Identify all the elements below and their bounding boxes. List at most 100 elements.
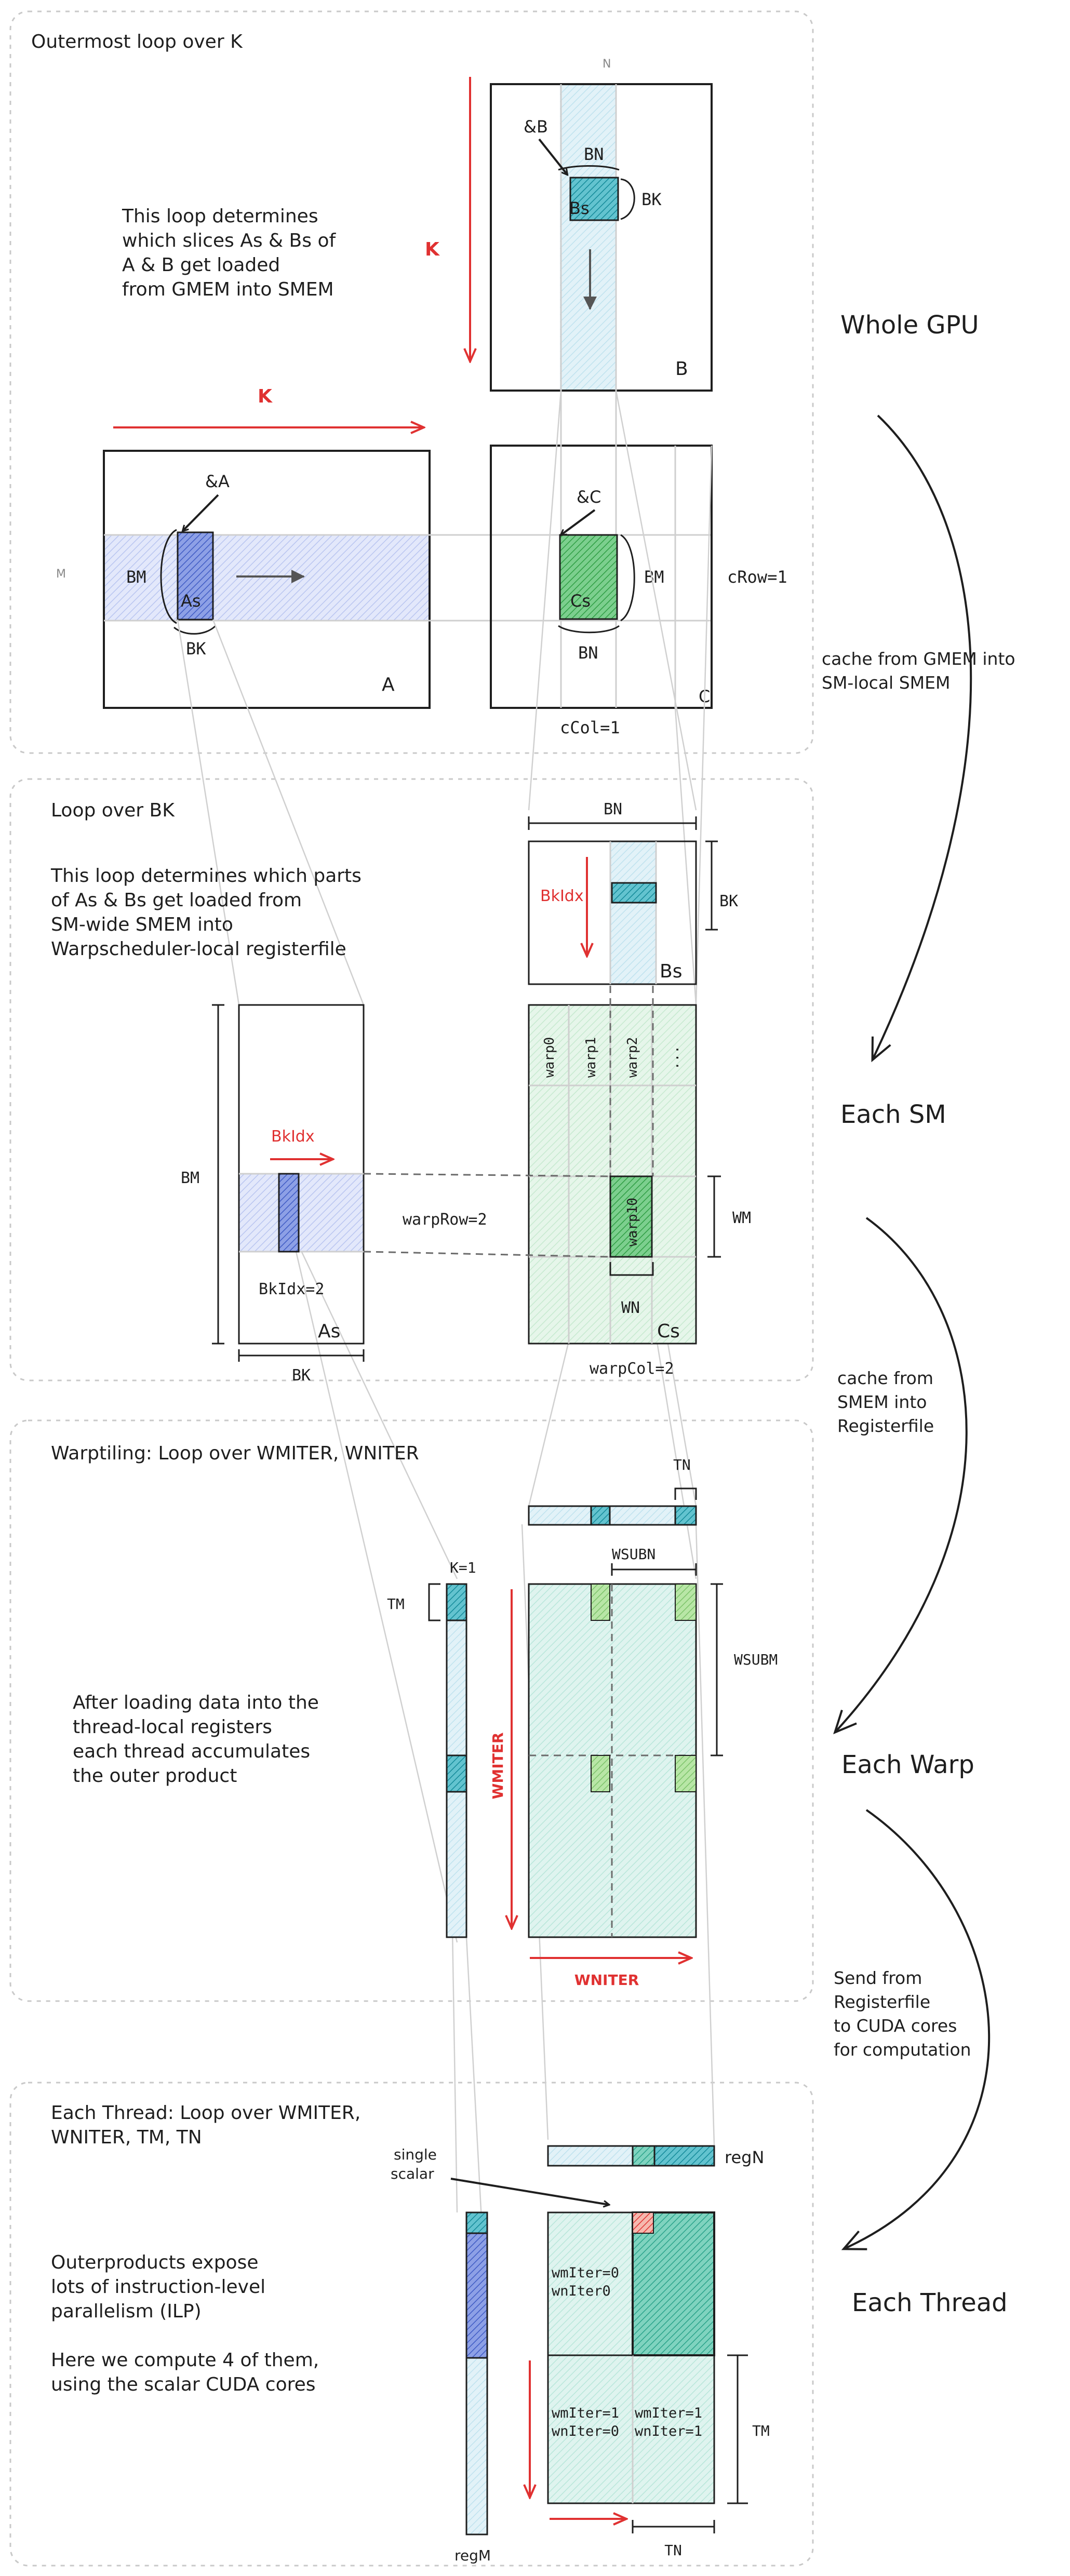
gpu-description-line-4: from GMEM into SMEM (122, 279, 334, 300)
crow-label: cRow=1 (727, 567, 787, 587)
bm-label-a: BM (126, 567, 146, 587)
gpu-description-line-3: A & B get loaded (122, 254, 280, 276)
transition-3-line-1: Send from (834, 1968, 922, 1988)
bk-brace-b (620, 178, 635, 220)
matrix-b-label: B (675, 358, 688, 380)
warp-panel (9, 1419, 814, 2002)
bk-label-a: BK (186, 639, 206, 659)
transition-arrow-2 (833, 1217, 968, 1735)
sm-description-line-2: of As & Bs get loaded from (51, 890, 302, 911)
k-label-horizontal: K (258, 386, 273, 407)
matrix-a (103, 450, 431, 709)
sm-description-line-3: SM-wide SMEM into (51, 914, 233, 935)
ptr-a-label: &A (205, 472, 230, 491)
a-row-strip (105, 535, 430, 621)
wniter-label: WNITER (574, 1971, 639, 1989)
warp-tm-label: TM (387, 1595, 405, 1613)
n-label: N (603, 58, 611, 71)
transition-1-line-1: cache from GMEM into (822, 649, 1015, 669)
transition-1-line-2: SM-local SMEM (822, 673, 950, 693)
cell11-line-1: wmIter=1 (635, 2405, 702, 2421)
sm-bs-label: Bs (660, 961, 682, 982)
k-label-vertical: K (425, 239, 440, 260)
regn-active-reg (632, 2145, 656, 2167)
sm-bk-label-bs: BK (719, 892, 738, 910)
bm-brace-c (620, 534, 635, 622)
sm-bk-label-as: BK (292, 1366, 311, 1385)
sm-as-label: As (318, 1321, 340, 1342)
sm-bm-label: BM (181, 1169, 199, 1187)
wn-label: WN (621, 1299, 640, 1317)
bk-label-b: BK (641, 190, 662, 209)
gpu-description-line-1: This loop determines (122, 206, 318, 227)
warprow-label: warpRow=2 (403, 1211, 487, 1229)
cs-tile (559, 534, 618, 620)
transition-3-line-4: for computation (834, 2040, 971, 2060)
level-each-sm: Each SM (840, 1100, 946, 1129)
bkidx-label-vertical: BkIdx (540, 887, 584, 905)
thread-description-line-2: lots of instruction-level (51, 2276, 265, 2298)
matrix-b (490, 83, 713, 392)
warp-col-reg-2 (446, 1754, 467, 1793)
warp-section-title: Warptiling: Loop over WMITER, WNITER (51, 1443, 419, 1464)
wmiter-label: WMITER (489, 1733, 506, 1800)
warp-description-line-4: the outer product (73, 1765, 237, 1787)
transition-arrow-1 (871, 414, 972, 1063)
thread-section-title-line-1: Each Thread: Loop over WMITER, (51, 2102, 360, 2124)
warp-description-line-3: each thread accumulates (73, 1741, 310, 1762)
warp-description-line-2: thread-local registers (73, 1716, 272, 1738)
cs-label: Cs (570, 591, 591, 611)
m-label: M (56, 568, 66, 581)
cell00-line-2: wnIter0 (552, 2283, 611, 2299)
regm-tm-block (465, 2232, 488, 2359)
gpu-section: Outermost loop over K This loop determin… (31, 31, 787, 737)
thread-outer-product-tile (632, 2211, 715, 2356)
regm-active-reg (465, 2211, 488, 2234)
b-column-strip (560, 84, 616, 391)
warp-description-line-1: After loading data into the (73, 1692, 319, 1713)
thread-tn-label: TN (664, 2542, 682, 2559)
warp-subtile-10 (591, 1755, 610, 1792)
warp0-label: warp0 (542, 1037, 557, 1078)
hierarchy-column: Whole GPU cache from GMEM into SM-local … (822, 311, 1015, 2317)
warp-tn-label: TN (673, 1456, 691, 1473)
wsubn-label: WSUBN (612, 1546, 656, 1563)
sm-bs-column (610, 841, 656, 984)
transition-2-line-1: cache from (837, 1368, 933, 1388)
transition-2-line-3: Registerfile (837, 1416, 934, 1436)
bk-brace-a (173, 625, 217, 635)
sm-as-slice (278, 1173, 300, 1253)
thread-description-line-1: Outerproducts expose (51, 2252, 258, 2273)
thread-description-line-5: Here we compute 4 of them, (51, 2350, 319, 2371)
gpu-section-title: Outermost loop over K (31, 31, 243, 52)
connector-lines (177, 390, 715, 2327)
sm-cs-label: Cs (657, 1321, 680, 1342)
bm-label-c: BM (644, 567, 664, 587)
transition-3-line-3: to CUDA cores (834, 2016, 957, 2036)
matrix-a-label: A (382, 674, 395, 695)
ptr-b-label: &B (524, 117, 548, 137)
ptr-c-label: &C (577, 487, 601, 507)
thread-section-title-line-2: WNITER, TM, TN (51, 2127, 202, 2148)
sm-cs-matrix (528, 1004, 697, 1345)
warp-row-reg-1 (590, 1505, 611, 1526)
sm-bs-matrix (528, 840, 697, 985)
regm-label: regM (454, 2547, 491, 2564)
warp-row-vector (528, 1505, 697, 1526)
level-whole-gpu: Whole GPU (840, 311, 979, 340)
as-label: As (181, 591, 201, 611)
sm-as-row (239, 1174, 364, 1252)
sm-description-line-4: Warpscheduler-local registerfile (51, 938, 346, 960)
single-scalar-cell (632, 2212, 654, 2234)
thread-description-line-3: parallelism (ILP) (51, 2301, 202, 2322)
regn-label: regN (725, 2148, 764, 2167)
single-scalar-label-1: single (394, 2146, 437, 2163)
single-scalar-label-2: scalar (391, 2165, 434, 2182)
warp-subtile-01 (675, 1584, 697, 1621)
transition-2-line-2: SMEM into (837, 1392, 927, 1412)
warp-row-reg-2 (674, 1505, 697, 1526)
cell00-line-1: wmIter=0 (552, 2265, 619, 2281)
ccol-label: cCol=1 (560, 718, 620, 737)
single-scalar-arrow (450, 2178, 609, 2205)
